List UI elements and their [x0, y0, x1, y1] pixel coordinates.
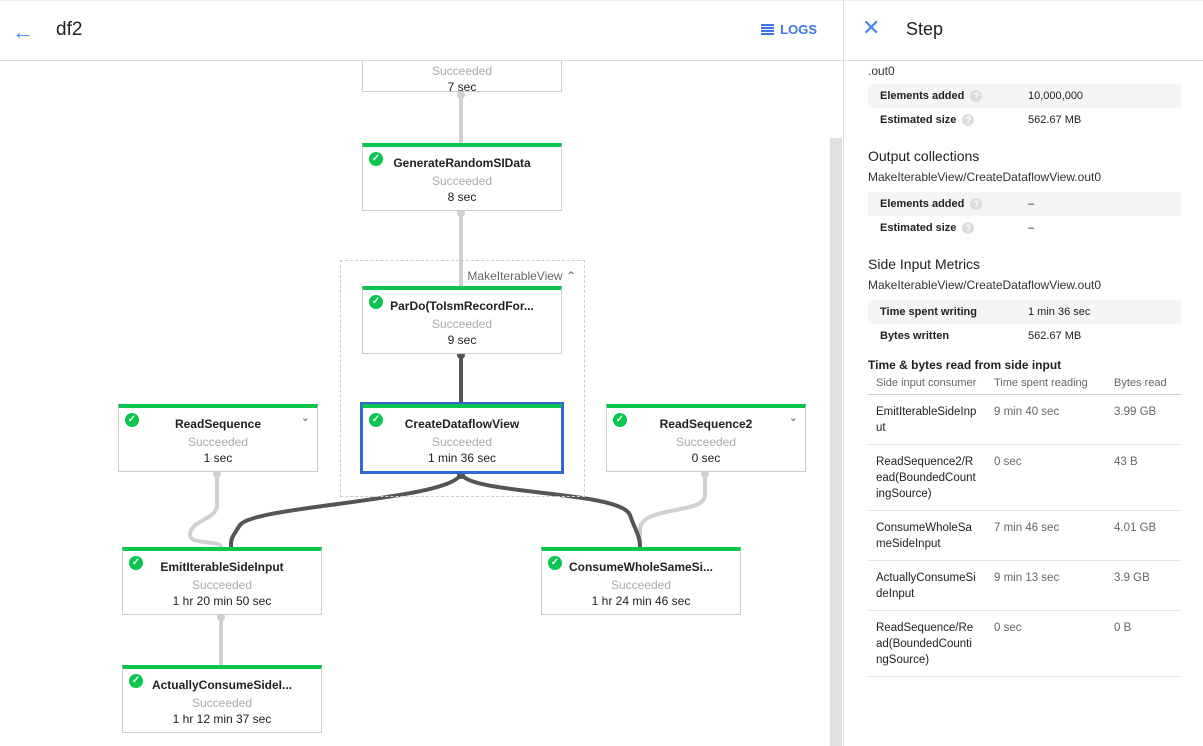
side-input-metrics-heading: Side Input Metrics [868, 256, 981, 272]
table-cell: ActuallyConsumeSideInput [868, 560, 986, 611]
expand-icon[interactable]: ⌄ [788, 412, 798, 424]
header: ← df2 LOGS [0, 0, 843, 61]
check-icon: ✓ [613, 413, 627, 427]
table-row: ReadSequence/Read(BoundedCountingSource)… [868, 610, 1181, 677]
edge-port [457, 91, 465, 99]
group-makeiterableview: MakeIterableView ⌃ [340, 260, 585, 497]
edge-port [457, 209, 465, 217]
group-label[interactable]: MakeIterableView ⌃ [467, 269, 576, 283]
column-header: Time spent reading [986, 372, 1106, 395]
column-header: Bytes read [1106, 372, 1181, 395]
help-icon[interactable]: ? [962, 114, 975, 126]
graph-edges [187, 91, 709, 665]
metric-row: Estimated size?– [880, 222, 1035, 234]
check-icon: ✓ [129, 674, 143, 688]
edge-port [217, 613, 225, 621]
edge-port [213, 470, 221, 478]
expand-icon[interactable]: ⌄ [300, 412, 310, 424]
logs-button[interactable]: LOGS [761, 22, 817, 37]
table-cell: 0 sec [986, 444, 1106, 511]
table-cell: 0 B [1106, 610, 1181, 677]
help-icon[interactable]: ? [970, 198, 983, 210]
table-cell: ReadSequence2/Read(BoundedCountingSource… [868, 444, 986, 511]
metric-row: Elements added?10,000,000 [868, 84, 1181, 108]
table-cell: EmitIterableSideInput [868, 394, 986, 445]
table-row: ReadSequence2/Read(BoundedCountingSource… [868, 444, 1181, 511]
check-icon: ✓ [129, 556, 143, 570]
output-collections-heading: Output collections [868, 148, 980, 164]
table-cell: 9 min 40 sec [986, 394, 1106, 445]
side-input-name: MakeIterableView/CreateDataflowView.out0 [868, 278, 1102, 292]
step-panel: .out0 Elements added?10,000,000 Estimate… [843, 0, 1203, 746]
metric-row: Elements added?– [868, 192, 1181, 216]
check-icon: ✓ [125, 413, 139, 427]
table-cell: ReadSequence/Read(BoundedCountingSource) [868, 610, 986, 677]
job-title: df2 [56, 19, 83, 40]
edge [459, 471, 642, 548]
edge [638, 471, 707, 547]
chevron-up-icon[interactable]: ⌃ [565, 269, 576, 283]
panel-header: ✕ Step [844, 0, 1203, 61]
table-cell: 7 min 46 sec [986, 510, 1106, 561]
input-collection-name: .out0 [868, 64, 895, 78]
table-cell: 9 min 13 sec [986, 560, 1106, 611]
table-cell: ConsumeWholeSameSideInput [868, 510, 986, 561]
side-input-table-title: Time & bytes read from side input [868, 358, 1062, 372]
edge [228, 471, 463, 548]
close-icon[interactable]: ✕ [862, 15, 881, 40]
check-icon: ✓ [369, 295, 383, 309]
edge [187, 471, 223, 549]
edge-port [701, 470, 709, 478]
help-icon[interactable]: ? [970, 90, 983, 102]
list-icon [761, 24, 775, 35]
panel-title: Step [906, 19, 944, 39]
side-input-table: Side input consumer Time spent reading B… [868, 372, 1181, 677]
check-icon: ✓ [369, 413, 383, 427]
check-icon: ✓ [369, 152, 383, 166]
table-cell: 3.99 GB [1106, 394, 1181, 445]
help-icon[interactable]: ? [962, 222, 975, 234]
table-cell: 0 sec [986, 610, 1106, 677]
edge-port [457, 471, 465, 479]
table-cell: 43 B [1106, 444, 1181, 511]
metric-row: Estimated size?562.67 MB [880, 114, 1082, 126]
column-header: Side input consumer [868, 372, 986, 395]
back-arrow-icon[interactable]: ← [12, 19, 34, 44]
scrollbar[interactable] [830, 138, 842, 746]
table-cell: 3.9 GB [1106, 560, 1181, 611]
output-collection-name: MakeIterableView/CreateDataflowView.out0 [868, 170, 1102, 184]
table-cell: 4.01 GB [1106, 510, 1181, 561]
check-icon: ✓ [548, 556, 562, 570]
